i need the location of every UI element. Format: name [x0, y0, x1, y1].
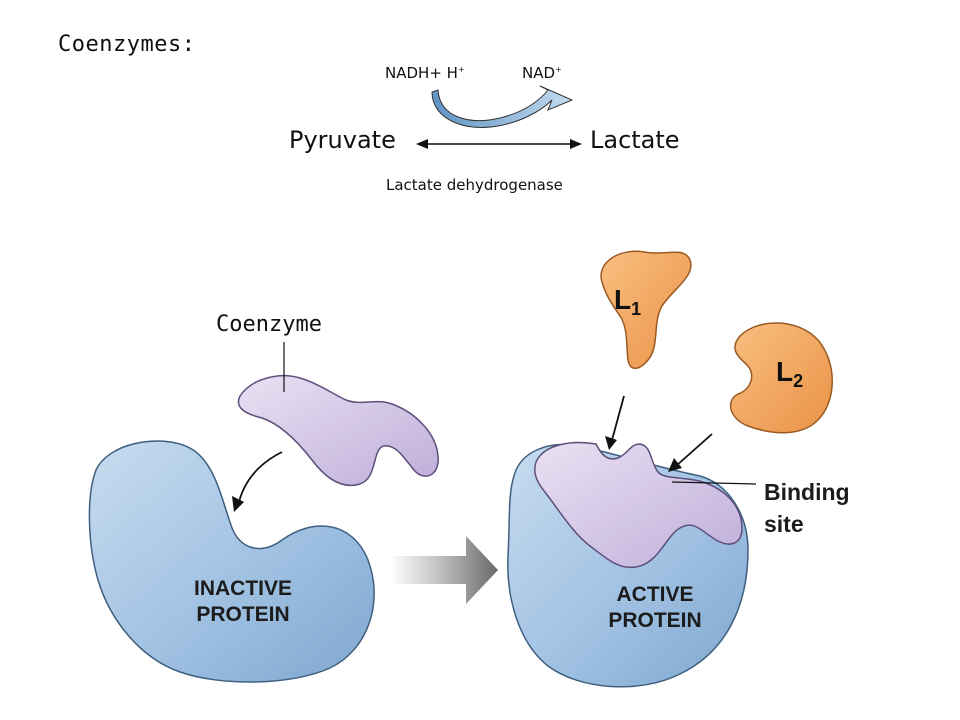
coenzyme-binding-arrow: [232, 451, 283, 512]
ligand-1-letter: L: [614, 284, 632, 315]
active-label-line2: PROTEIN: [608, 609, 702, 632]
cofactor-in-text: NADH+ H: [385, 64, 458, 82]
cofactor-out-text: NAD: [522, 64, 556, 82]
ligand-1-shape: [600, 250, 692, 369]
substrate-label: Pyruvate: [289, 126, 396, 154]
transition-arrow: [390, 536, 498, 604]
ligand-2-subscript: 2: [793, 371, 804, 391]
cofactor-in-label: NADH+ H+: [385, 64, 465, 82]
coenzyme-label: Coenzyme: [216, 312, 322, 337]
inactive-protein-shape: [88, 440, 375, 683]
cofactor-in-charge: +: [457, 65, 465, 74]
cofactor-curved-arrow: [431, 85, 574, 128]
inactive-label-line1: INACTIVE: [193, 577, 292, 600]
binding-site-label: Binding site: [764, 476, 850, 540]
ligand-2-label: L2: [776, 356, 804, 391]
binding-label-line1: Binding: [764, 479, 850, 505]
enzyme-label: Lactate dehydrogenase: [386, 176, 563, 194]
inactive-label-line2: PROTEIN: [196, 603, 290, 626]
cofactor-out-charge: +: [555, 65, 562, 74]
coenzyme-shape: [237, 375, 439, 487]
reaction-double-arrow: [416, 139, 582, 149]
ligand-2-letter: L: [776, 356, 794, 387]
ligand-1-label: L1: [614, 284, 642, 319]
active-protein-label: ACTIVE PROTEIN: [590, 582, 720, 634]
ligand-1-arrow: [605, 395, 625, 450]
active-label-line1: ACTIVE: [616, 583, 694, 606]
inactive-protein-label: INACTIVE PROTEIN: [178, 576, 308, 628]
ligand-2-arrow: [668, 433, 713, 472]
product-label: Lactate: [590, 126, 680, 154]
ligand-2-shape: [729, 322, 833, 434]
binding-label-line2: site: [764, 511, 804, 537]
ligand-1-subscript: 1: [631, 299, 642, 319]
page-heading: Coenzymes:: [58, 32, 196, 57]
binding-site-leader-line: [671, 481, 757, 485]
bound-coenzyme-shape: [534, 441, 743, 569]
cofactor-out-label: NAD+: [522, 64, 562, 82]
